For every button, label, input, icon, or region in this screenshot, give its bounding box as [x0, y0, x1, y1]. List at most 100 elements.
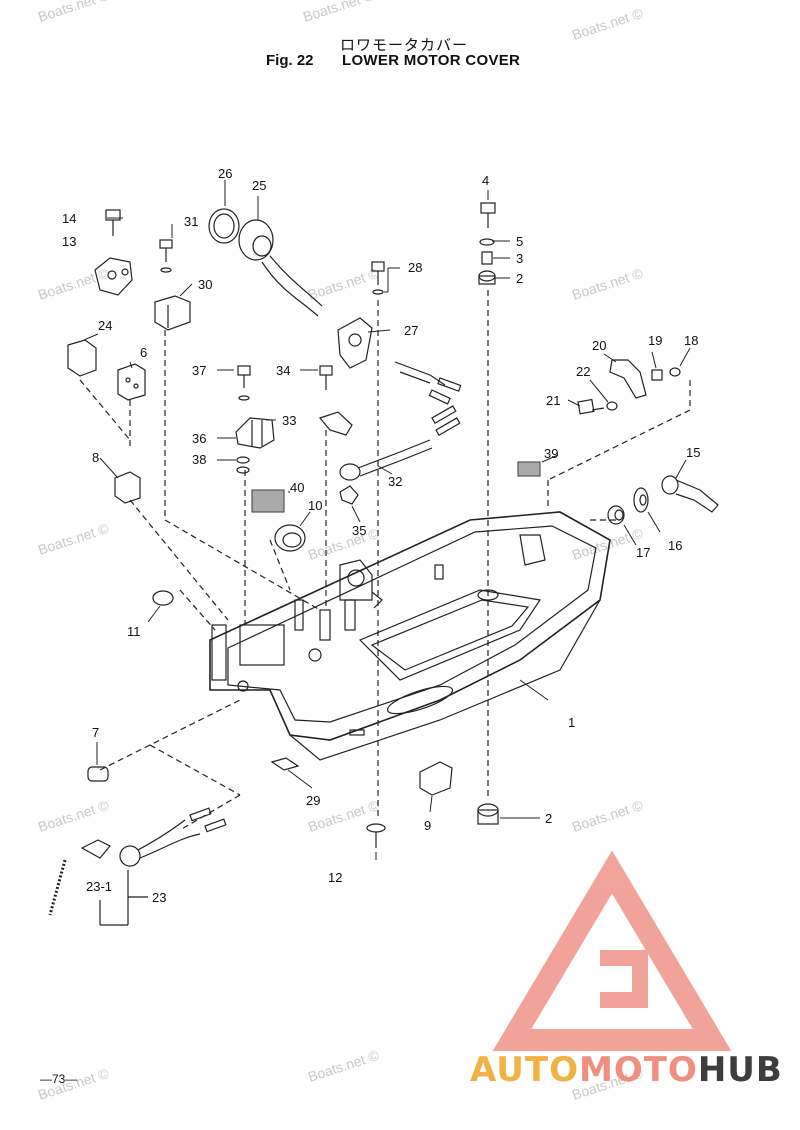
callout-c33: 33: [282, 413, 296, 428]
ring-26: [208, 208, 240, 244]
callout-c31: 31: [184, 214, 198, 229]
callout-c5: 5: [516, 234, 523, 249]
callout-c18: 18: [684, 333, 698, 348]
callout-c25: 25: [252, 178, 266, 193]
callout-c8: 8: [92, 450, 99, 465]
japanese-title: ロワモータカバー: [340, 36, 469, 54]
callout-c24: 24: [98, 318, 112, 333]
callout-c27: 27: [404, 323, 418, 338]
watermark-text: Boats.net ©: [570, 265, 645, 303]
callout-c35: 35: [352, 523, 366, 538]
callout-c23_1: 23-1: [86, 879, 112, 894]
linkage-20: [609, 359, 647, 399]
cap-24: [67, 339, 97, 377]
lever-15: [661, 475, 719, 513]
clip-35: [339, 485, 359, 505]
bolt-14: [105, 209, 121, 236]
brand-part-hub: HUB: [697, 1050, 783, 1090]
callout-c30: 30: [198, 277, 212, 292]
callout-c39: 39: [544, 446, 558, 461]
watermark-text: Boats.net ©: [570, 797, 645, 835]
grommet-10: [274, 524, 306, 552]
brand-part-moto: MOTO: [578, 1050, 698, 1090]
watermark-text: Boats.net ©: [306, 525, 381, 563]
callout-c36: 36: [192, 431, 206, 446]
callout-c34: 34: [276, 363, 290, 378]
bracket-23: [99, 870, 148, 926]
callout-leaders: [83, 180, 691, 860]
page-number: —73—: [40, 1072, 78, 1086]
callout-c9: 9: [424, 818, 431, 833]
callout-c3: 3: [516, 251, 523, 266]
watermark-text: Boats.net ©: [36, 797, 111, 835]
callout-c13: 13: [62, 234, 76, 249]
grommet-11: [152, 590, 174, 606]
screw-34: [319, 365, 333, 390]
callout-c40: 40: [290, 480, 304, 495]
bolt-21: [577, 398, 605, 415]
screw-28: [371, 261, 385, 295]
callout-c22: 22: [576, 364, 590, 379]
plate-34: [318, 411, 353, 436]
washer-18: [669, 367, 681, 377]
brand-wordmark: AUTOMOTOHUB: [470, 1050, 783, 1090]
callout-c20: 20: [592, 338, 606, 353]
callout-c17: 17: [636, 545, 650, 560]
bracket-13: [94, 257, 133, 296]
callout-c6: 6: [140, 345, 147, 360]
clip-29: [270, 757, 300, 771]
screw-37: [237, 365, 251, 401]
bolt-12: [366, 823, 386, 848]
watermark-text: Boats.net ©: [36, 0, 111, 25]
watermark-text: Boats.net ©: [570, 5, 645, 43]
watermark-text: Boats.net ©: [301, 0, 376, 25]
cover-9: [419, 761, 453, 796]
lower-cover-tray: [209, 511, 611, 761]
callout-c11: 11: [127, 624, 141, 639]
callout-c37: 37: [192, 363, 206, 378]
callout-c28: 28: [408, 260, 422, 275]
callout-c2b: 2: [545, 811, 552, 826]
block-6: [117, 363, 146, 401]
watermark-text: Boats.net ©: [306, 1047, 381, 1085]
callout-c38: 38: [192, 452, 206, 467]
disk-16: [633, 487, 649, 513]
cable-assembly-23: [48, 807, 227, 916]
clamp-30: [154, 295, 191, 331]
callout-c23: 23: [152, 890, 166, 905]
block-8: [114, 471, 141, 504]
bracket-27: [337, 317, 462, 405]
callout-c10: 10: [308, 498, 322, 513]
plate-36: [235, 417, 275, 449]
washers-38: [236, 456, 250, 474]
brand-logo-icon: [492, 850, 732, 1051]
washer-22: [606, 401, 618, 411]
bushing-17: [607, 505, 625, 525]
bolt-stack: [478, 202, 496, 285]
plug-7: [87, 766, 109, 782]
callout-c12: 12: [328, 870, 342, 885]
callout-c15: 15: [686, 445, 700, 460]
callout-c19: 19: [648, 333, 662, 348]
watermark-text: Boats.net ©: [36, 265, 111, 303]
switch-32: [339, 405, 461, 481]
callout-c1: 1: [568, 715, 575, 730]
callout-c21: 21: [546, 393, 560, 408]
figure-title: LOWER MOTOR COVER: [342, 52, 521, 69]
callout-c4: 4: [482, 173, 489, 188]
callout-c14: 14: [62, 211, 76, 226]
leader-lines: [79, 290, 691, 831]
callout-c26: 26: [218, 166, 232, 181]
callout-c29: 29: [306, 793, 320, 808]
callout-c7: 7: [92, 725, 99, 740]
grommet-bottom: [477, 803, 499, 825]
callout-c2a: 2: [516, 271, 523, 286]
watermark-layer: Boats.net © Boats.net © Boats.net © Boats.n…: [36, 0, 645, 1103]
decal-39: [517, 461, 541, 477]
callout-labels: 1223456789101112131415161718192021222323…: [62, 166, 700, 905]
decal-40: [251, 489, 285, 513]
watermark-text: Boats.net ©: [36, 520, 111, 558]
callout-c16: 16: [668, 538, 682, 553]
nut-19: [651, 369, 663, 381]
callout-c32: 32: [388, 474, 402, 489]
